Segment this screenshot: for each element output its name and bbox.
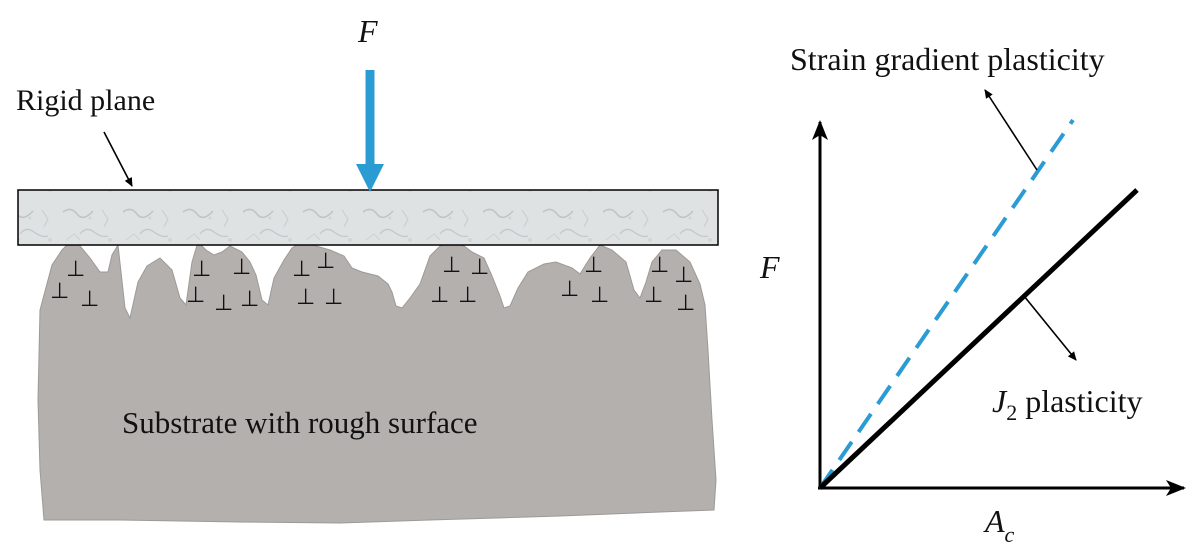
rigid-plane-leader [103,131,133,187]
dislocation-symbol: ⊥ [292,257,311,282]
force-arrow [356,70,384,192]
j2-label-main: J [992,383,1008,419]
dislocation-symbol: ⊥ [324,285,343,310]
j2-label-rest: plasticity [1017,383,1142,419]
x-axis-label: Ac [983,503,1015,547]
rigid-plane-label: Rigid plane [16,84,155,117]
y-axis-label: F [759,249,780,285]
dislocation-symbol: ⊥ [296,285,315,310]
sgp-line [818,118,1075,490]
dislocation-symbol: ⊥ [590,283,609,308]
dislocation-symbol: ⊥ [232,255,251,280]
dislocation-symbol: ⊥ [458,283,477,308]
substrate-label: Substrate with rough surface [122,405,478,440]
dislocation-symbol: ⊥ [186,283,205,308]
j2-label: J2 plasticity [992,383,1143,425]
dislocation-symbol: ⊥ [470,255,489,280]
sgp-label: Strain gradient plasticity [790,41,1105,77]
j2-label-sub: 2 [1006,400,1017,425]
j2-leader [1023,295,1077,361]
sgp-leader [984,89,1038,171]
dislocation-symbol: ⊥ [676,291,695,316]
dislocation-symbol: ⊥ [430,283,449,308]
dislocation-group: ⊥ ⊥ ⊥ ⊥ ⊥ ⊥ ⊥ ⊥ ⊥ ⊥ ⊥ ⊥ ⊥ ⊥ ⊥ ⊥ ⊥ ⊥ ⊥ ⊥ … [50,249,695,316]
force-label: F [357,13,378,49]
dislocation-symbol: ⊥ [442,253,461,278]
dislocation-symbol: ⊥ [650,253,669,278]
dislocation-symbol: ⊥ [240,287,259,312]
rigid-plane [17,189,719,246]
x-axis-label-main: A [983,503,1005,539]
dislocation-symbol: ⊥ [644,283,663,308]
x-axis-label-sub: c [1005,522,1015,547]
dislocation-symbol: ⊥ [50,279,69,304]
dislocation-symbol: ⊥ [214,291,233,316]
dislocation-symbol: ⊥ [584,253,603,278]
dislocation-symbol: ⊥ [674,263,693,288]
dislocation-symbol: ⊥ [560,277,579,302]
dislocation-symbol: ⊥ [192,257,211,282]
substrate [37,239,717,524]
j2-line [818,188,1139,490]
dislocation-symbol: ⊥ [66,257,85,282]
dislocation-symbol: ⊥ [316,249,335,274]
dislocation-symbol: ⊥ [80,287,99,312]
